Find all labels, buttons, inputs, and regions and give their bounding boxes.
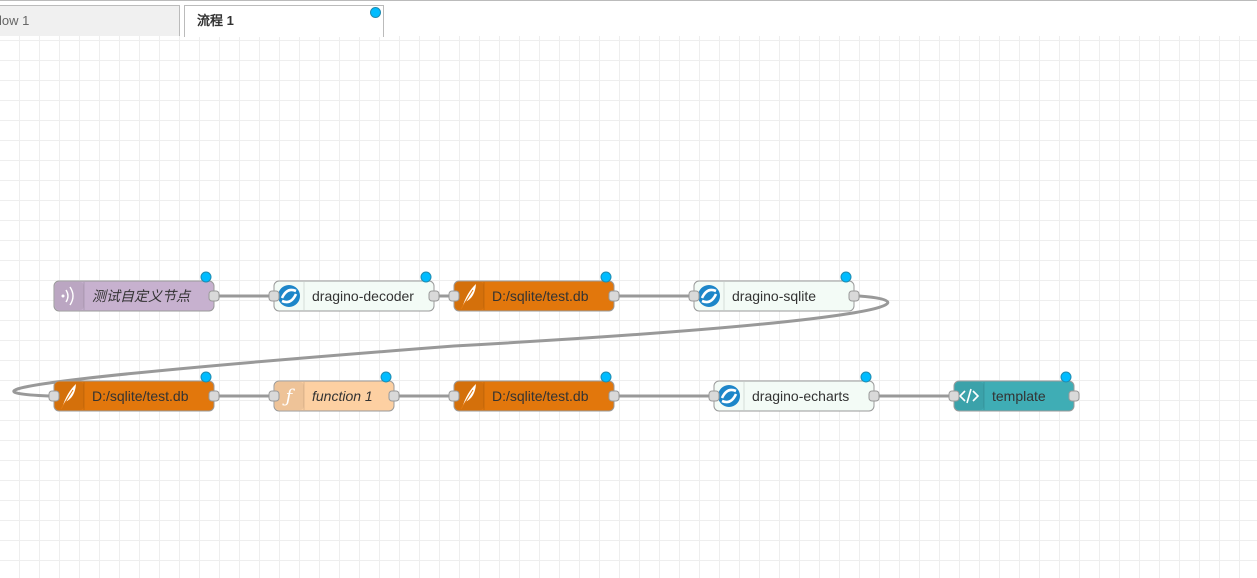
node-label: function 1 xyxy=(312,388,373,404)
changed-indicator-icon xyxy=(200,371,212,383)
output-port[interactable] xyxy=(608,390,620,402)
input-port[interactable] xyxy=(268,290,280,302)
dragino-icon xyxy=(698,285,720,307)
dragino-icon xyxy=(278,285,300,307)
flow-node-template[interactable]: template xyxy=(948,371,1080,412)
node-label: template xyxy=(992,388,1046,404)
node-label: D:/sqlite/test.db xyxy=(92,388,189,404)
input-port[interactable] xyxy=(268,390,280,402)
output-port[interactable] xyxy=(848,290,860,302)
dragino-icon xyxy=(718,385,740,407)
node-label: D:/sqlite/test.db xyxy=(492,288,589,304)
output-port[interactable] xyxy=(208,290,220,302)
node-icon-area xyxy=(275,382,304,410)
output-port[interactable] xyxy=(868,390,880,402)
changed-indicator-icon xyxy=(600,271,612,283)
wire[interactable] xyxy=(12,294,890,398)
node-label: dragino-echarts xyxy=(752,388,849,404)
flow-node-dragino[interactable]: dragino-sqlite xyxy=(688,271,860,312)
feather-icon xyxy=(60,384,76,410)
node-label: dragino-sqlite xyxy=(732,288,816,304)
flow-node-sqlite[interactable]: D:/sqlite/test.db xyxy=(448,271,620,312)
changed-indicator-icon xyxy=(1060,371,1072,383)
changed-indicator-icon xyxy=(860,371,872,383)
function-icon: ƒ xyxy=(282,386,296,407)
input-port[interactable] xyxy=(688,290,700,302)
feather-icon xyxy=(460,384,476,410)
node-label: dragino-decoder xyxy=(312,288,414,304)
inject-icon xyxy=(61,286,74,306)
input-port[interactable] xyxy=(448,390,460,402)
workspace-tabs: low 1 流程 1 xyxy=(0,0,1257,37)
changed-indicator-icon xyxy=(420,271,432,283)
changed-indicator-icon xyxy=(840,271,852,283)
output-port[interactable] xyxy=(1068,390,1080,402)
output-port[interactable] xyxy=(428,290,440,302)
input-port[interactable] xyxy=(708,390,720,402)
tab-flow-process-1[interactable]: 流程 1 xyxy=(184,5,384,37)
input-port[interactable] xyxy=(948,390,960,402)
flow-node-inject[interactable]: 测试自定义节点 xyxy=(53,271,220,312)
tab-flow-1[interactable]: low 1 xyxy=(0,5,180,37)
tab-label: 流程 1 xyxy=(197,13,234,28)
input-port[interactable] xyxy=(48,390,60,402)
flow-node-sqlite[interactable]: D:/sqlite/test.db xyxy=(48,371,220,412)
node-label: 测试自定义节点 xyxy=(92,288,192,304)
output-port[interactable] xyxy=(608,290,620,302)
input-port[interactable] xyxy=(448,290,460,302)
flow-node-dragino[interactable]: dragino-decoder xyxy=(268,271,440,312)
changed-indicator-icon xyxy=(370,7,381,18)
flow-node-function[interactable]: ƒ function 1 xyxy=(268,371,400,412)
flow-node-sqlite[interactable]: D:/sqlite/test.db xyxy=(448,371,620,412)
tab-label: low 1 xyxy=(0,13,30,28)
changed-indicator-icon xyxy=(380,371,392,383)
changed-indicator-icon xyxy=(200,271,212,283)
changed-indicator-icon xyxy=(600,371,612,383)
node-icon-area xyxy=(55,282,84,310)
feather-icon xyxy=(460,284,476,310)
code-icon xyxy=(958,388,980,404)
node-label: D:/sqlite/test.db xyxy=(492,388,589,404)
wires-layer xyxy=(12,294,949,398)
output-port[interactable] xyxy=(388,390,400,402)
flow-node-dragino[interactable]: dragino-echarts xyxy=(708,371,880,412)
output-port[interactable] xyxy=(208,390,220,402)
